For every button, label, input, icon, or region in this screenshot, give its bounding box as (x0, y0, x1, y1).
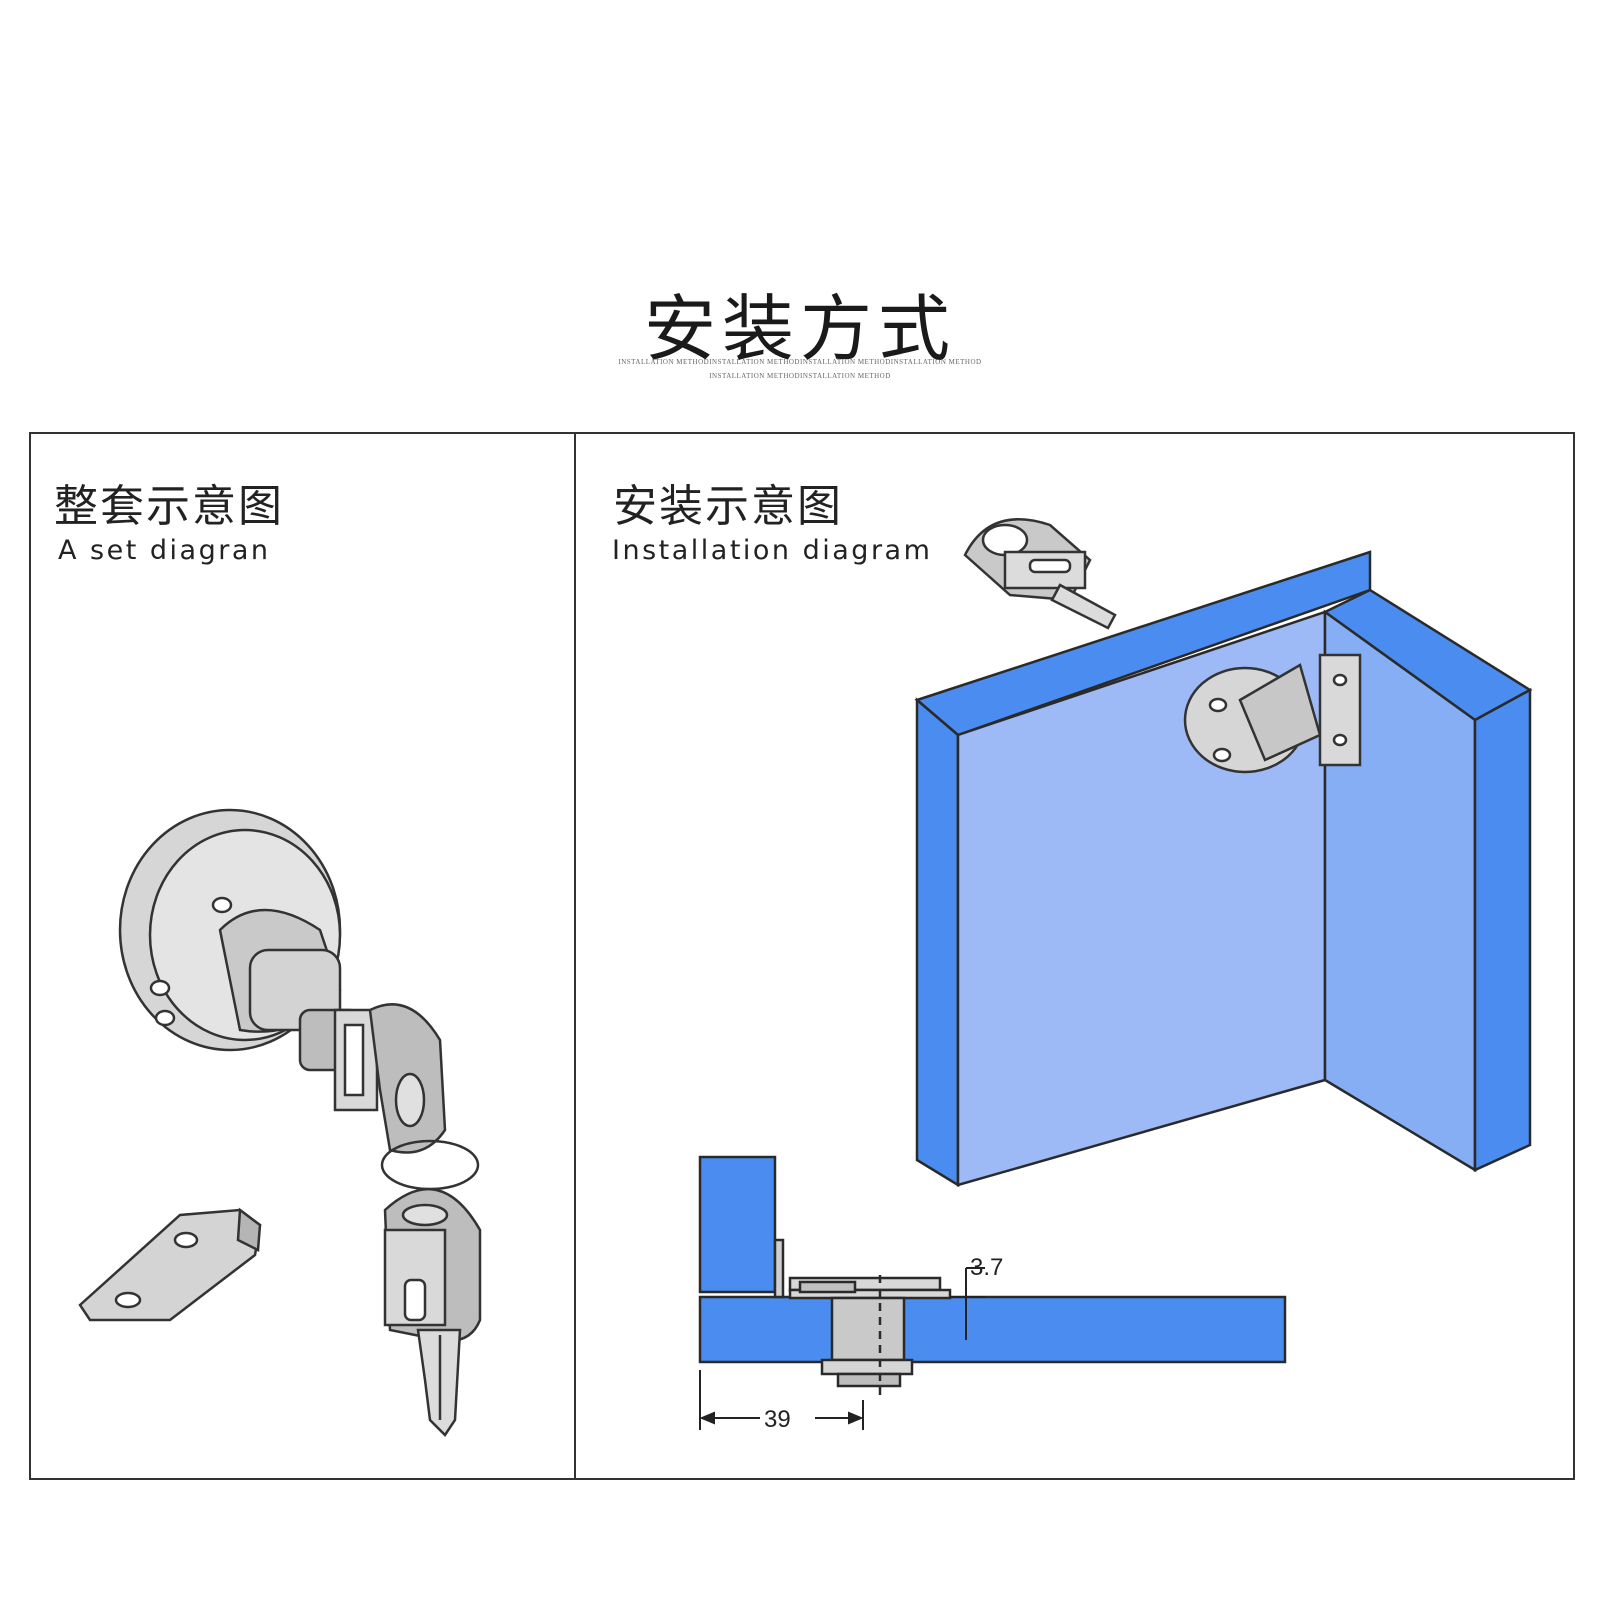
cam-lock-body-illustration (118, 808, 379, 1112)
panel-divider (574, 432, 576, 1480)
page-title: 安装方式 (643, 287, 956, 371)
key-head-upper-illustration (368, 1003, 480, 1191)
right-panel-title-en: Installation diagram (612, 535, 933, 566)
dimension-lines (699, 1267, 985, 1430)
cabinet-corner-illustration (914, 550, 1533, 1188)
key-head-lower-illustration (383, 1187, 482, 1343)
diagram-frame (29, 432, 1575, 1480)
installed-lock-illustration (1183, 653, 1362, 774)
left-panel-title-en: A set diagran (58, 535, 271, 566)
left-panel-title-cn: 整套示意图 (54, 481, 284, 532)
floating-key-illustration (963, 518, 1117, 630)
cross-section-illustration (698, 1155, 1287, 1395)
page-subtitle-line-2: INSTALLATION METHODINSTALLATION METHOD (709, 372, 891, 380)
thickness-dimension-label: 3.7 (970, 1254, 1003, 1281)
offset-dimension-label: 39 (764, 1406, 791, 1433)
page-subtitle-line-1: INSTALLATION METHODINSTALLATION METHODIN… (618, 358, 982, 366)
latch-plate-illustration (78, 1207, 262, 1322)
right-panel-title-cn: 安装示意图 (613, 481, 843, 532)
key-blade-illustration (416, 1328, 462, 1437)
